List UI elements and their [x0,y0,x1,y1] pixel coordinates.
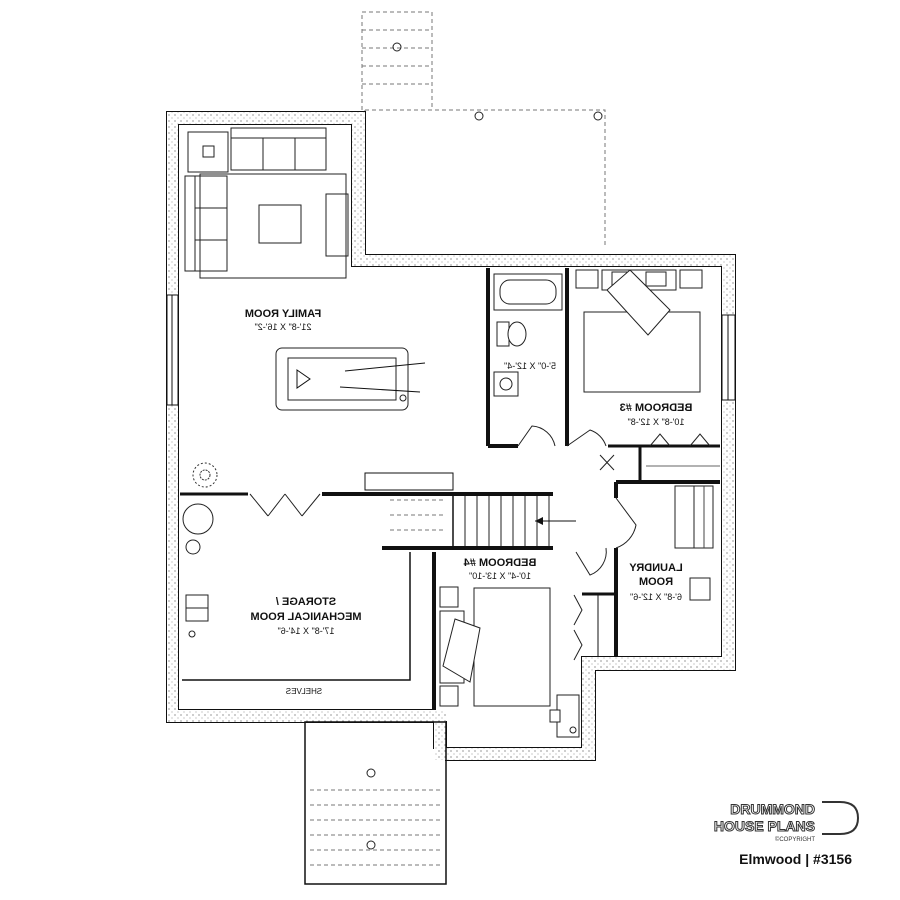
plant-icon [192,462,218,488]
brand-logo: DRUMMOND HOUSE PLANS ©COPYRIGHT Elmwood … [713,801,860,867]
laundry-name-line1: LAUNDRY [629,562,683,574]
bedroom3-dims: 10'-8" X 12'-8" [628,417,685,427]
brand-copyright: ©COPYRIGHT [775,836,815,843]
interior-stair [390,496,576,546]
bathroom-fixtures [493,273,563,397]
shelves-label: SHELVES [286,687,322,696]
brand-line2: HOUSE PLANS [714,818,815,834]
laundry-fixtures [674,485,714,601]
bedroom3-furniture [575,269,703,393]
bottom-stairs [304,721,447,885]
storage-name-line2: MECHANICAL ROOM [250,611,361,623]
storage-dims: 17'-8" X 14'-6" [278,626,335,636]
family-room-dims: 21'-8" X 16'-2" [255,322,312,332]
bath-dims: 5'-0" X 12'-4" [504,361,556,371]
storage-name-line1: STORAGE / [276,596,336,608]
laundry-dims: 6'-8" X 12'-6" [630,592,682,602]
doors [249,425,711,661]
top-stairs [361,11,433,111]
bedroom4-dims: 10'-4" X 13'-10" [469,571,531,581]
family-room-name: FAMILY ROOM [245,308,321,320]
bedroom4-name: BEDROOM #4 [463,557,537,569]
brand-line1: DRUMMOND [730,801,815,817]
laundry-name-line2: ROOM [639,576,673,588]
pool-table [275,347,426,411]
plan-id: Elmwood | #3156 [739,851,852,867]
family-room-furniture [184,127,349,279]
interior-walls [180,268,720,710]
exterior-walls [166,111,736,761]
brand-d-icon [822,801,860,835]
deck-outline [364,109,606,248]
bedroom4-furniture [439,586,580,738]
mechanical-fixtures [182,503,214,638]
bedroom3-name: BEDROOM #3 [620,402,693,414]
